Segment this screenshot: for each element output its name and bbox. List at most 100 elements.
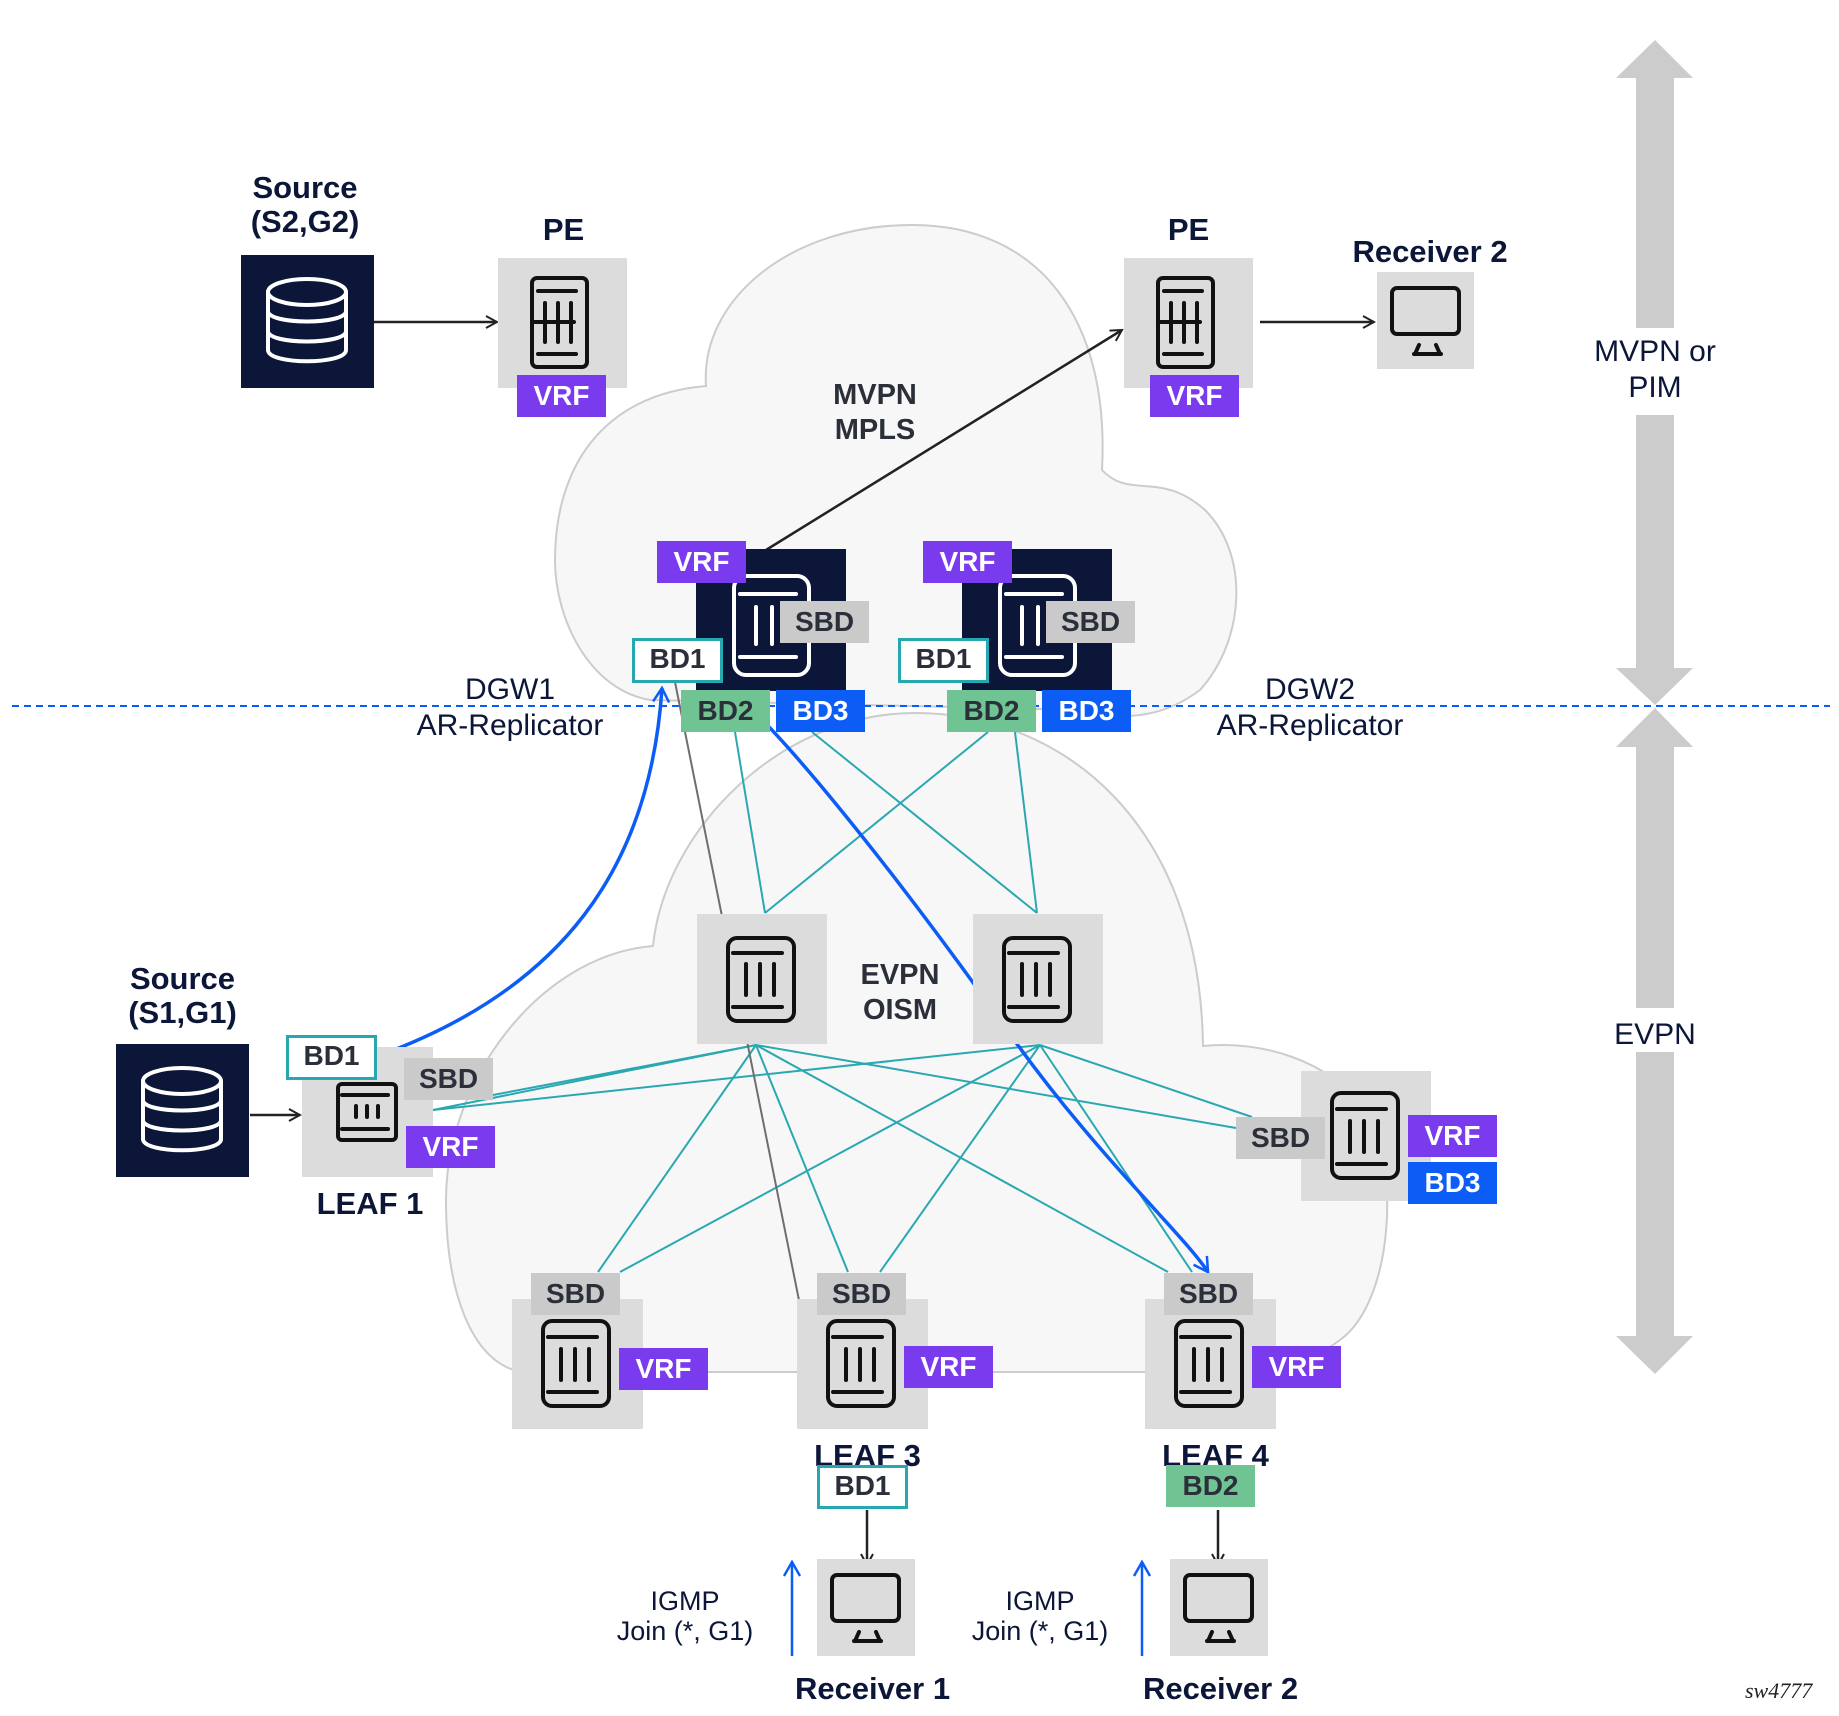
switch-icon: [726, 936, 796, 1023]
receiver-2-igmp-note-line1: IGMP: [1005, 1586, 1075, 1616]
evpn-cloud-label-line1: EVPN: [860, 959, 940, 991]
dgw2-vrf-tag: VRF: [923, 541, 1012, 583]
monitor-icon: [1390, 286, 1461, 356]
source-s1g1-node[interactable]: [116, 1044, 249, 1177]
receiver-1-igmp-note-line1: IGMP: [650, 1586, 720, 1616]
band-mvpn-label: MVPN or PIM: [1580, 334, 1730, 406]
link-spine2-leaf2: [619, 1044, 1041, 1273]
monitor-icon: [830, 1573, 901, 1643]
dgw1-bd2-tag: BD2: [681, 690, 770, 732]
link-spine2-leaf4: [1039, 1044, 1193, 1273]
mvpn-cloud-label-line1: MVPN: [833, 379, 917, 411]
database-icon: [141, 1066, 223, 1153]
receiver-2-top-label: Receiver 2: [1352, 234, 1508, 269]
figure-id-watermark: sw4777: [1745, 1678, 1813, 1703]
link-spine1-leaf4: [755, 1044, 1169, 1273]
pe-right-label: PE: [1167, 212, 1210, 247]
fabric-links: [432, 731, 1253, 1273]
switch-icon: [541, 1319, 611, 1408]
mvpn-cloud-label: MVPN MPLS: [800, 378, 950, 448]
receiver-1-node[interactable]: [817, 1559, 915, 1656]
leaf-4-vrf-tag: VRF: [1252, 1346, 1341, 1388]
link-dgw2-spine1: [764, 731, 989, 914]
dgw2-bd3-tag: BD3: [1042, 690, 1131, 732]
source-s2g2-label-line1: Source: [252, 170, 358, 205]
dgw2-sbd-tag: SBD: [1046, 601, 1135, 643]
leaf-2-sbd-tag: SBD: [531, 1273, 620, 1315]
dgw1-label: DGW1 AR-Replicator: [390, 672, 630, 744]
leaf-2-vrf-tag: VRF: [619, 1348, 708, 1390]
flow-leaf1-to-dgw1: [377, 688, 662, 1058]
flow-dgw1-to-leaf3: [674, 681, 822, 1415]
band-mvpn-label-line1: MVPN or: [1594, 335, 1716, 368]
switch-icon: [998, 574, 1077, 677]
leaf-3-bd1-tag: BD1: [817, 1465, 908, 1509]
switch-icon: [826, 1319, 896, 1408]
router-icon: [530, 276, 589, 369]
receiver-1-igmp-note: IGMP Join (*, G1): [600, 1586, 770, 1646]
receiver-1-label: Receiver 1: [794, 1671, 951, 1706]
evpn-cloud-label: EVPN OISM: [825, 958, 975, 1028]
band-mvpn-label-line2: PIM: [1628, 371, 1682, 404]
pe-right-node[interactable]: [1124, 258, 1253, 388]
leaf-3-vrf-tag: VRF: [904, 1346, 993, 1388]
database-icon: [266, 277, 348, 364]
dgw2-bd2-tag: BD2: [947, 690, 1036, 732]
link-spine2-leaf5: [1039, 1044, 1253, 1118]
leaf-5-sbd-tag: SBD: [1236, 1117, 1325, 1159]
leaf-1-bd1-tag: BD1: [286, 1035, 377, 1080]
link-dgw1-spine1: [734, 731, 766, 914]
receiver-1-igmp-note-line2: Join (*, G1): [616, 1616, 754, 1646]
mvpn-cloud-label-line2: MPLS: [834, 414, 916, 446]
dgw1-vrf-tag: VRF: [657, 541, 746, 583]
leaf-5-bd3-tag: BD3: [1408, 1162, 1497, 1204]
link-spine1-leaf3: [755, 1044, 849, 1273]
leaf-3-sbd-tag: SBD: [817, 1273, 906, 1315]
dgw2-label-line1: DGW2: [1265, 673, 1355, 706]
band-evpn-arrow-upper: [1616, 708, 1693, 1008]
switch-icon: [1174, 1319, 1244, 1408]
spine-1-node[interactable]: [697, 914, 827, 1044]
source-s2g2-label: Source (S2,G2): [230, 171, 380, 239]
dgw1-bd3-tag: BD3: [776, 690, 865, 732]
leaf-5-vrf-tag: VRF: [1408, 1115, 1497, 1157]
pe-left-vrf-tag: VRF: [517, 375, 606, 417]
band-mvpn-arrow: [1616, 40, 1693, 328]
leaf-1-vrf-tag: VRF: [406, 1126, 495, 1168]
source-s1g1-label-line2: (S1,G1): [128, 995, 237, 1030]
band-mvpn-arrow-lower: [1616, 415, 1693, 705]
arrow-dgw1-to-pe: [765, 330, 1122, 552]
source-s1g1-label-line1: Source: [129, 961, 236, 996]
receiver-2-igmp-note: IGMP Join (*, G1): [955, 1586, 1125, 1646]
switch-icon: [336, 1082, 398, 1142]
spine-2-node[interactable]: [973, 914, 1103, 1044]
link-dgw1-spine2: [811, 731, 1038, 914]
receiver-2-igmp-note-line2: Join (*, G1): [971, 1616, 1109, 1646]
source-s1g1-label: Source (S1,G1): [105, 962, 260, 1030]
receiver-2-bottom-node[interactable]: [1170, 1559, 1268, 1656]
leaf-4-sbd-tag: SBD: [1164, 1273, 1253, 1315]
switch-icon: [1330, 1091, 1400, 1180]
dgw1-label-line2: AR-Replicator: [416, 709, 604, 742]
pe-left-node[interactable]: [498, 258, 627, 388]
dgw1-sbd-tag: SBD: [780, 601, 869, 643]
leaf-1-label: LEAF 1: [316, 1186, 424, 1221]
evpn-cloud-label-line2: OISM: [862, 994, 938, 1026]
receiver-2-top-node[interactable]: [1377, 272, 1474, 369]
dgw1-label-line1: DGW1: [465, 673, 555, 706]
pe-left-label: PE: [542, 212, 585, 247]
pe-right-vrf-tag: VRF: [1150, 375, 1239, 417]
source-s2g2-label-line2: (S2,G2): [250, 204, 360, 239]
band-evpn-arrow-lower: [1616, 1052, 1693, 1374]
monitor-icon: [1183, 1573, 1254, 1643]
router-icon: [1156, 276, 1215, 369]
link-dgw2-spine2: [1014, 731, 1038, 914]
link-spine1-leaf5: [755, 1044, 1237, 1129]
band-evpn-label: EVPN: [1614, 1018, 1696, 1051]
dgw2-label-line2: AR-Replicator: [1216, 709, 1404, 742]
link-spine2-leaf3: [879, 1044, 1041, 1273]
source-s2g2-node[interactable]: [241, 255, 374, 388]
dgw2-label: DGW2 AR-Replicator: [1190, 672, 1430, 744]
dgw2-bd1-tag: BD1: [898, 638, 989, 683]
